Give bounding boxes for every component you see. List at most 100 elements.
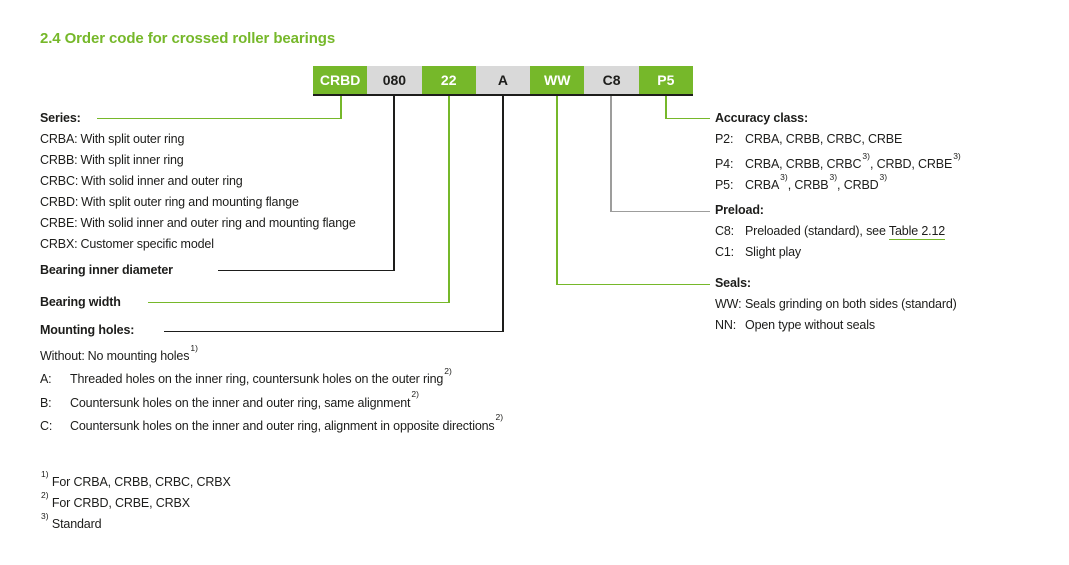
connector-inner-diameter-horizontal: [218, 269, 395, 271]
preload-item-c1: C1: Slight play: [715, 242, 945, 263]
mounting-holes-item-b: B: Countersunk holes on the inner and out…: [40, 388, 503, 411]
item-code: Without:: [40, 349, 85, 364]
footnote-text: For CRBD, CRBE, CRBX: [51, 496, 190, 511]
order-code-strip: CRBD 080 22 A WW C8 P5: [313, 66, 693, 96]
item-text: CRBA, CRBB, CRBC, CRBE: [745, 132, 903, 146]
item-code: C1:: [715, 245, 735, 259]
item-code: C8:: [715, 224, 735, 238]
connector-seals-horizontal: [556, 283, 710, 285]
bearing-width-heading: Bearing width: [40, 295, 121, 309]
item-text: CRBA, CRBB, CRBC3), CRBD, CRBE3): [745, 150, 961, 172]
footnote-text: For CRBA, CRBB, CRBC, CRBX: [51, 475, 231, 490]
accuracy-item-p2: P2: CRBA, CRBB, CRBC, CRBE: [715, 129, 961, 150]
bearing-inner-diameter-heading: Bearing inner diameter: [40, 263, 173, 277]
superscript-note: 3): [829, 171, 838, 182]
item-code: CRBB:: [40, 153, 78, 167]
connector-holes-horizontal: [164, 330, 504, 332]
mounting-holes-section: Mounting holes: Without:No mounting hole…: [40, 320, 503, 434]
item-code: P2:: [715, 132, 734, 146]
item-text: With solid inner and outer ring: [81, 174, 243, 188]
connector-series-vertical: [340, 96, 342, 119]
mounting-holes-heading: Mounting holes:: [40, 323, 135, 337]
order-code-segment-preload: C8: [584, 66, 639, 94]
order-code-segment-seals: WW: [530, 66, 585, 94]
footnote-marker: 3): [41, 510, 49, 521]
item-text: Countersunk holes on the inner and outer…: [70, 389, 419, 410]
mounting-holes-item-a: A:Threaded holes on the inner ring, coun…: [40, 364, 503, 387]
footnote-marker: 1): [41, 468, 49, 479]
superscript-note: 3): [862, 150, 870, 161]
item-text: Countersunk holes on the inner and outer…: [70, 412, 504, 434]
series-item-crbd: CRBD:With split outer ring and mounting …: [40, 192, 356, 213]
item-text: Slight play: [745, 245, 802, 259]
item-code: CRBX:: [40, 237, 78, 251]
preload-section: Preload: C8: Preloaded (standard), see Ta…: [715, 200, 945, 263]
series-item-crbc: CRBC:With solid inner and outer ring: [40, 171, 356, 192]
superscript-note: 2): [495, 412, 504, 423]
series-heading: Series:: [40, 111, 81, 125]
superscript-note: 2): [444, 365, 452, 376]
preload-item-c8: C8: Preloaded (standard), see Table 2.12: [715, 221, 945, 242]
connector-accuracy-horizontal: [665, 117, 710, 119]
superscript-note: 3): [780, 171, 788, 182]
order-code-segment-accuracy: P5: [638, 66, 693, 94]
connector-holes-vertical: [502, 96, 504, 332]
footnote-1: 1) For CRBA, CRBB, CRBC, CRBX: [40, 468, 231, 490]
mounting-holes-item-c: C: Countersunk holes on the inner and out…: [40, 411, 503, 434]
item-code: A:: [40, 372, 52, 387]
connector-inner-diameter-vertical: [393, 96, 395, 271]
seals-item-nn: NN: Open type without seals: [715, 315, 957, 336]
item-code: CRBA:: [40, 132, 78, 146]
superscript-note: 1): [190, 342, 198, 353]
item-text: CRBA3), CRBB3), CRBD3): [745, 171, 888, 193]
series-item-crbe: CRBE:With solid inner and outer ring and…: [40, 213, 356, 234]
series-item-crbx: CRBX:Customer specific model: [40, 234, 356, 255]
superscript-note: 3): [953, 150, 961, 161]
seals-section: Seals: WW:Seals grinding on both sides (…: [715, 273, 957, 336]
footnote-2: 2) For CRBD, CRBE, CRBX: [40, 489, 231, 511]
superscript-note: 2): [411, 389, 419, 400]
page-title: 2.4 Order code for crossed roller bearin…: [40, 30, 336, 47]
item-code: P4:: [715, 157, 734, 172]
footnote-marker: 2): [41, 489, 49, 500]
item-code: C:: [40, 419, 53, 434]
item-text: Seals grinding on both sides (standard): [745, 297, 957, 311]
mounting-holes-item-without: Without:No mounting holes1): [40, 341, 503, 364]
connector-accuracy-vertical: [665, 96, 667, 119]
item-code: B:: [40, 395, 52, 410]
item-text: Customer specific model: [80, 237, 214, 251]
order-code-segment-series: CRBD: [313, 66, 368, 94]
connector-width-horizontal: [148, 301, 450, 303]
seals-heading: Seals:: [715, 276, 751, 290]
item-text: No mounting holes1): [87, 342, 198, 364]
table-2-12-link[interactable]: Table 2.12: [888, 224, 946, 240]
connector-width-vertical: [448, 96, 450, 303]
item-text: With split outer ring: [80, 132, 185, 146]
item-text: With split inner ring: [80, 153, 184, 167]
connector-preload-horizontal: [610, 210, 710, 212]
bearing-width-section: Bearing width: [40, 292, 121, 313]
item-code: P5:: [715, 178, 734, 193]
footnote-text: Standard: [51, 517, 102, 532]
item-text: With solid inner and outer ring and moun…: [80, 216, 356, 230]
item-code: CRBD:: [40, 195, 79, 209]
item-text: Open type without seals: [745, 318, 875, 332]
accuracy-class-heading: Accuracy class:: [715, 111, 808, 125]
preload-heading: Preload:: [715, 203, 764, 217]
item-text: Preloaded (standard), see Table 2.12: [745, 224, 946, 240]
connector-series-horizontal: [97, 117, 342, 119]
series-item-crbb: CRBB:With split inner ring: [40, 150, 356, 171]
seals-item-ww: WW:Seals grinding on both sides (standar…: [715, 294, 957, 315]
accuracy-item-p5: P5: CRBA3), CRBB3), CRBD3): [715, 171, 961, 193]
item-code: CRBE:: [40, 216, 78, 230]
item-code: NN:: [715, 318, 737, 332]
connector-seals-vertical: [556, 96, 558, 285]
accuracy-item-p4: P4: CRBA, CRBB, CRBC3), CRBD, CRBE3): [715, 150, 961, 172]
item-code: WW:: [715, 297, 742, 311]
order-code-segment-holes: A: [475, 66, 531, 94]
bearing-inner-diameter-section: Bearing inner diameter: [40, 260, 173, 281]
superscript-note: 3): [879, 171, 888, 182]
item-code: CRBC:: [40, 174, 79, 188]
order-code-segment-diameter: 080: [367, 66, 422, 94]
